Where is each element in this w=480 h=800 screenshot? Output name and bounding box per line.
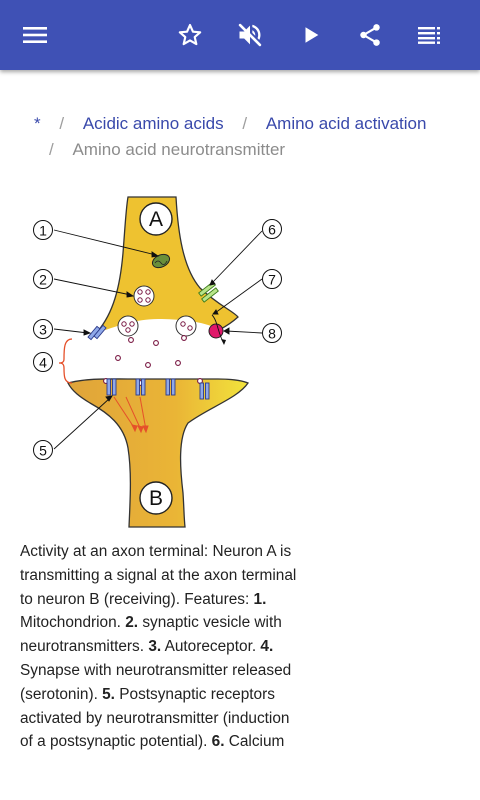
marker-8: 8 xyxy=(262,323,282,343)
breadcrumb-separator: / xyxy=(242,114,248,133)
caption-text-5: Postsynaptic receptors activated by neur… xyxy=(20,685,290,751)
calcium-channel-icon xyxy=(198,281,219,303)
menu-icon[interactable] xyxy=(17,17,53,53)
caption-text-3: Autoreceptor. xyxy=(161,638,261,656)
volume-off-icon[interactable] xyxy=(232,17,268,53)
caption-num-5: 5. xyxy=(102,685,115,703)
synapse-diagram[interactable]: A B xyxy=(28,193,298,533)
svg-text:3: 3 xyxy=(39,322,47,338)
marker-5: 5 xyxy=(33,440,53,460)
svg-text:6: 6 xyxy=(268,222,276,238)
breadcrumb-link-acidic-amino-acids[interactable]: Acidic amino acids xyxy=(82,114,224,133)
synaptic-vesicle-icon xyxy=(133,285,155,307)
svg-text:2: 2 xyxy=(39,272,47,288)
caption-text-1: Mitochondrion. xyxy=(20,614,126,632)
list-icon[interactable] xyxy=(412,17,448,53)
svg-text:1: 1 xyxy=(39,223,47,239)
svg-text:5: 5 xyxy=(39,443,47,459)
caption-num-2: 2. xyxy=(125,614,139,632)
caption-num-6: 6. xyxy=(211,733,225,751)
caption-text-4: Synapse with neurotransmitter released (… xyxy=(20,661,292,703)
breadcrumb-separator: / xyxy=(49,140,54,159)
marker-4: 4 xyxy=(33,352,53,372)
caption-num-3: 3. xyxy=(148,638,162,656)
caption-text-6: Calcium xyxy=(224,733,285,751)
svg-text:7: 7 xyxy=(268,272,276,288)
neurotransmitter-molecules xyxy=(103,335,203,386)
caption-num-1: 1. xyxy=(253,590,267,608)
caption-intro: Activity at an axon terminal: Neuron A i… xyxy=(20,543,297,608)
marker-6: 6 xyxy=(262,219,282,239)
svg-text:8: 8 xyxy=(268,326,276,342)
autoreceptor-icon xyxy=(87,324,107,341)
breadcrumb-current: Amino acid neurotransmitter xyxy=(72,140,286,159)
app-bar xyxy=(0,0,480,70)
star-outline-icon[interactable] xyxy=(172,17,208,53)
synapse-bracket xyxy=(58,338,73,384)
neuron-b-label: B xyxy=(149,487,163,510)
breadcrumb-root-link[interactable]: * xyxy=(34,114,41,133)
signal-arrows xyxy=(113,396,149,434)
marker-1: 1 xyxy=(33,220,53,240)
figure-caption: Activity at an axon terminal: Neuron A i… xyxy=(20,540,300,754)
share-icon[interactable] xyxy=(352,17,388,53)
play-icon[interactable] xyxy=(293,17,329,53)
svg-text:4: 4 xyxy=(39,355,47,371)
marker-3: 3 xyxy=(33,319,53,339)
breadcrumb-separator: / xyxy=(59,114,65,133)
breadcrumb-link-amino-acid-activation[interactable]: Amino acid activation xyxy=(265,114,427,133)
marker-2: 2 xyxy=(33,269,53,289)
marker-7: 7 xyxy=(262,269,282,289)
neuron-a-label: A xyxy=(149,208,163,231)
caption-text-2: synaptic vesicle with neurotransmitters. xyxy=(20,614,282,656)
caption-num-4: 4. xyxy=(260,638,274,656)
postsynaptic-receptors-icon xyxy=(106,378,210,400)
mitochondrion-icon xyxy=(151,253,171,269)
